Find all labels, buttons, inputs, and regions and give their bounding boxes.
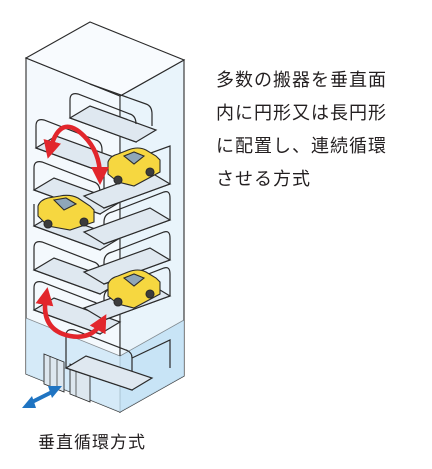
curved-double-arrow-icon	[35, 124, 109, 339]
lower-rotation-arrow	[35, 287, 107, 339]
description-line-3: に配置し、連続循環	[216, 136, 387, 157]
pallet-right-1	[68, 83, 158, 143]
upper-rotation-arrow	[43, 124, 109, 185]
pit-side	[120, 320, 184, 412]
car-icon-right-lower	[107, 269, 161, 309]
double-arrow-icon	[22, 386, 62, 408]
parked-cars	[37, 147, 161, 309]
method-description: 多数の搬器を垂直面 内に円形又は長円形 に配置し、連続循環 させる方式	[216, 64, 428, 196]
pallet-right-3	[82, 191, 172, 245]
car-icon-left-middle	[37, 194, 95, 231]
entrance-door	[43, 353, 91, 403]
pallet-bottom	[64, 329, 171, 391]
car-icon-right-upper	[107, 147, 161, 187]
description-line-4: させる方式	[216, 169, 311, 190]
description-line-1: 多数の搬器を垂直面	[216, 70, 387, 91]
tower-top-face	[24, 21, 186, 97]
description-line-2: 内に円形又は長円形	[216, 103, 387, 124]
diagram-caption: 垂直循環方式	[38, 433, 146, 453]
